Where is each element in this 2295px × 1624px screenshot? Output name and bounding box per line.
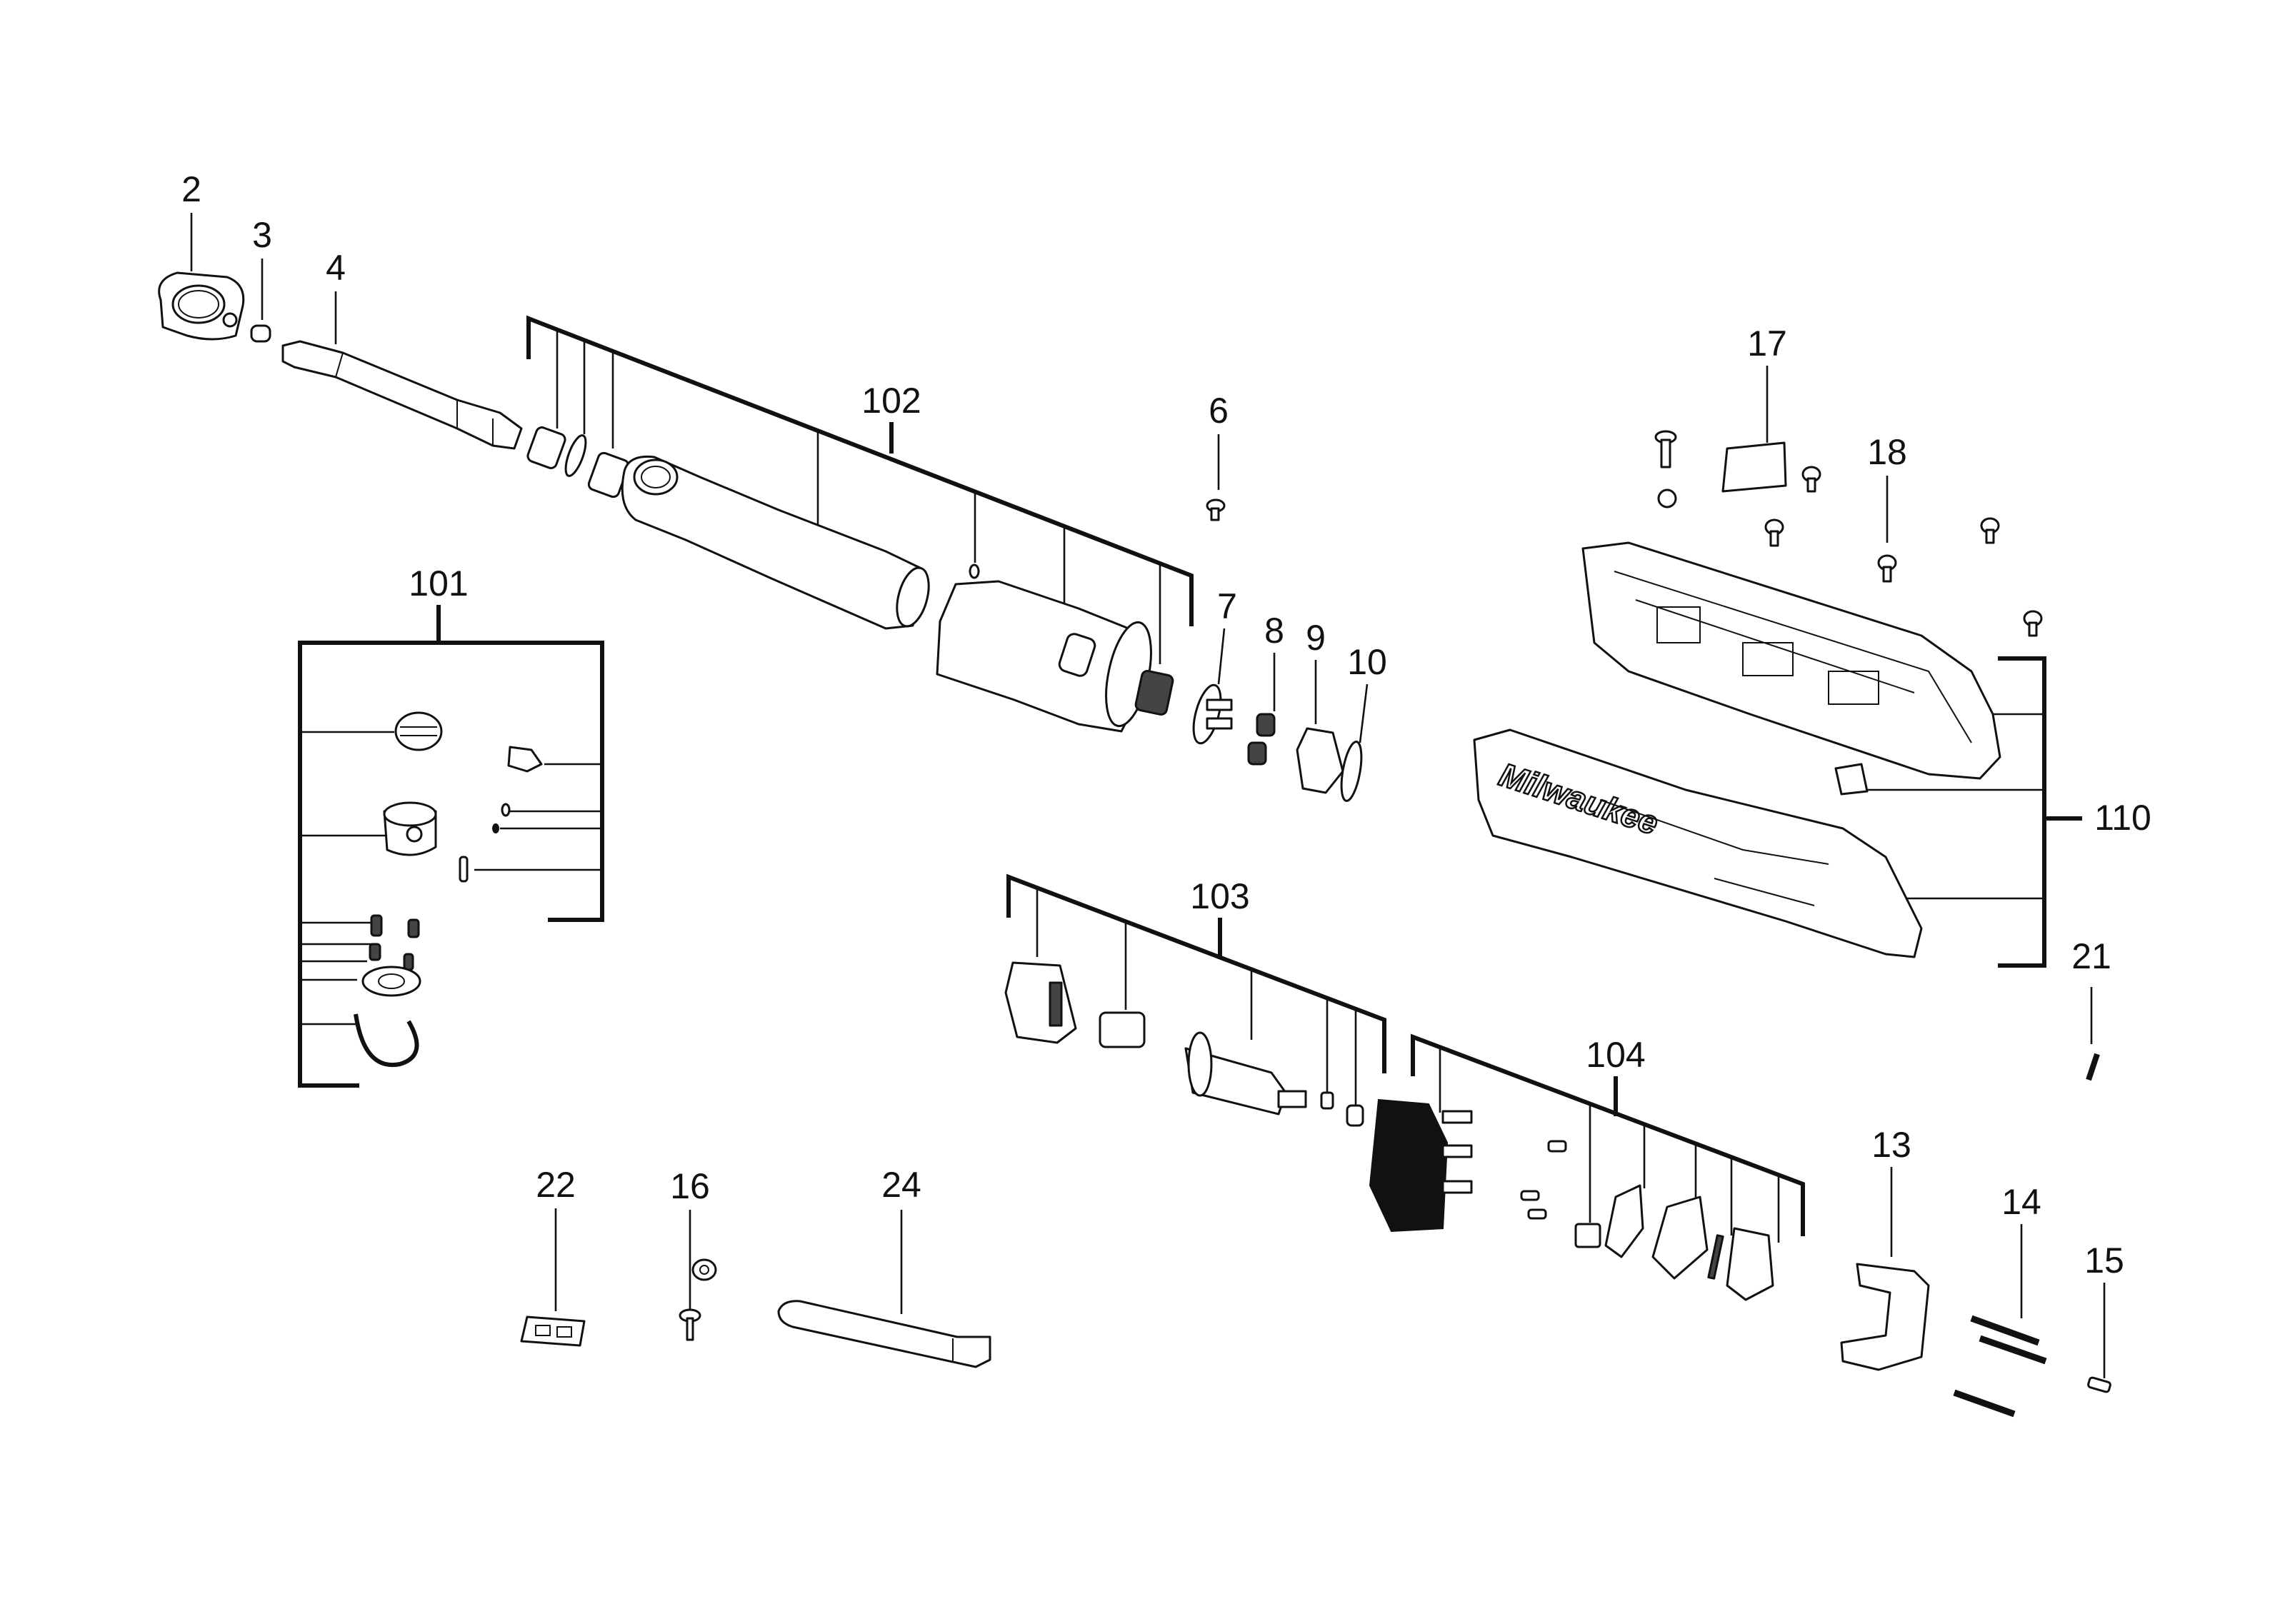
part-8-gears — [1247, 713, 1276, 766]
assembly-101-parts — [354, 711, 543, 1068]
label-assembly-110: 110 — [2094, 798, 2151, 838]
part-4-drive-shaft — [281, 340, 523, 450]
label-part-22: 22 — [536, 1165, 576, 1205]
part-110-housing-lower: Milwaukee — [1473, 728, 1923, 958]
bracket-assembly-104 — [1411, 1033, 1805, 1243]
part-13-latch — [1840, 1263, 1930, 1371]
assembly-103-parts — [1004, 961, 1364, 1127]
assembly-104-parts — [1369, 1098, 1774, 1301]
part-6-screw — [1206, 498, 1226, 521]
part-21-pin — [2086, 1053, 2100, 1081]
part-9-ring-gear — [1296, 727, 1344, 794]
label-part-7: 7 — [1217, 586, 1237, 626]
part-17-cover-plate — [1721, 441, 1787, 493]
part-22-clip — [520, 1315, 586, 1347]
bracket-assembly-101 — [298, 605, 604, 1088]
part-2-ring-collar — [158, 271, 245, 341]
label-part-2: 2 — [181, 169, 201, 209]
label-part-13: 13 — [1871, 1125, 1911, 1165]
label-assembly-104: 104 — [1586, 1035, 1645, 1075]
part-gear-housing — [936, 580, 1174, 733]
part-7-carrier — [1192, 683, 1233, 745]
part-18-screws — [1654, 430, 2043, 637]
part-10-washer — [1340, 741, 1363, 802]
part-16-washer-screw — [679, 1258, 717, 1341]
label-part-24: 24 — [881, 1165, 921, 1205]
label-part-17: 17 — [1747, 324, 1787, 364]
part-110-housing-upper — [1581, 541, 2001, 780]
bracket-assembly-110 — [1867, 656, 2082, 968]
bracket-assembly-103 — [1006, 873, 1386, 1111]
label-part-16: 16 — [670, 1166, 710, 1206]
label-part-6: 6 — [1209, 391, 1229, 431]
label-part-21: 21 — [2071, 936, 2111, 976]
label-assembly-101: 101 — [409, 563, 468, 603]
part-14-long-screws — [1953, 1315, 2047, 1418]
bracket-assembly-102 — [526, 315, 1194, 664]
label-assembly-103: 103 — [1190, 876, 1249, 916]
label-part-4: 4 — [326, 248, 346, 288]
label-assembly-102: 102 — [861, 381, 921, 421]
assembly-102-parts — [526, 426, 980, 630]
part-110-label-plate — [1834, 763, 1869, 796]
label-part-14: 14 — [2001, 1182, 2041, 1222]
part-15-screw — [2087, 1376, 2111, 1393]
label-part-8: 8 — [1264, 611, 1284, 651]
label-part-10: 10 — [1347, 642, 1387, 682]
label-part-9: 9 — [1306, 618, 1326, 658]
label-part-18: 18 — [1867, 432, 1907, 472]
part-leader-lines — [190, 213, 2106, 1378]
label-part-15: 15 — [2084, 1240, 2124, 1280]
part-24-bar — [777, 1300, 991, 1368]
label-part-3: 3 — [252, 215, 272, 255]
part-3-bushing — [250, 324, 271, 343]
